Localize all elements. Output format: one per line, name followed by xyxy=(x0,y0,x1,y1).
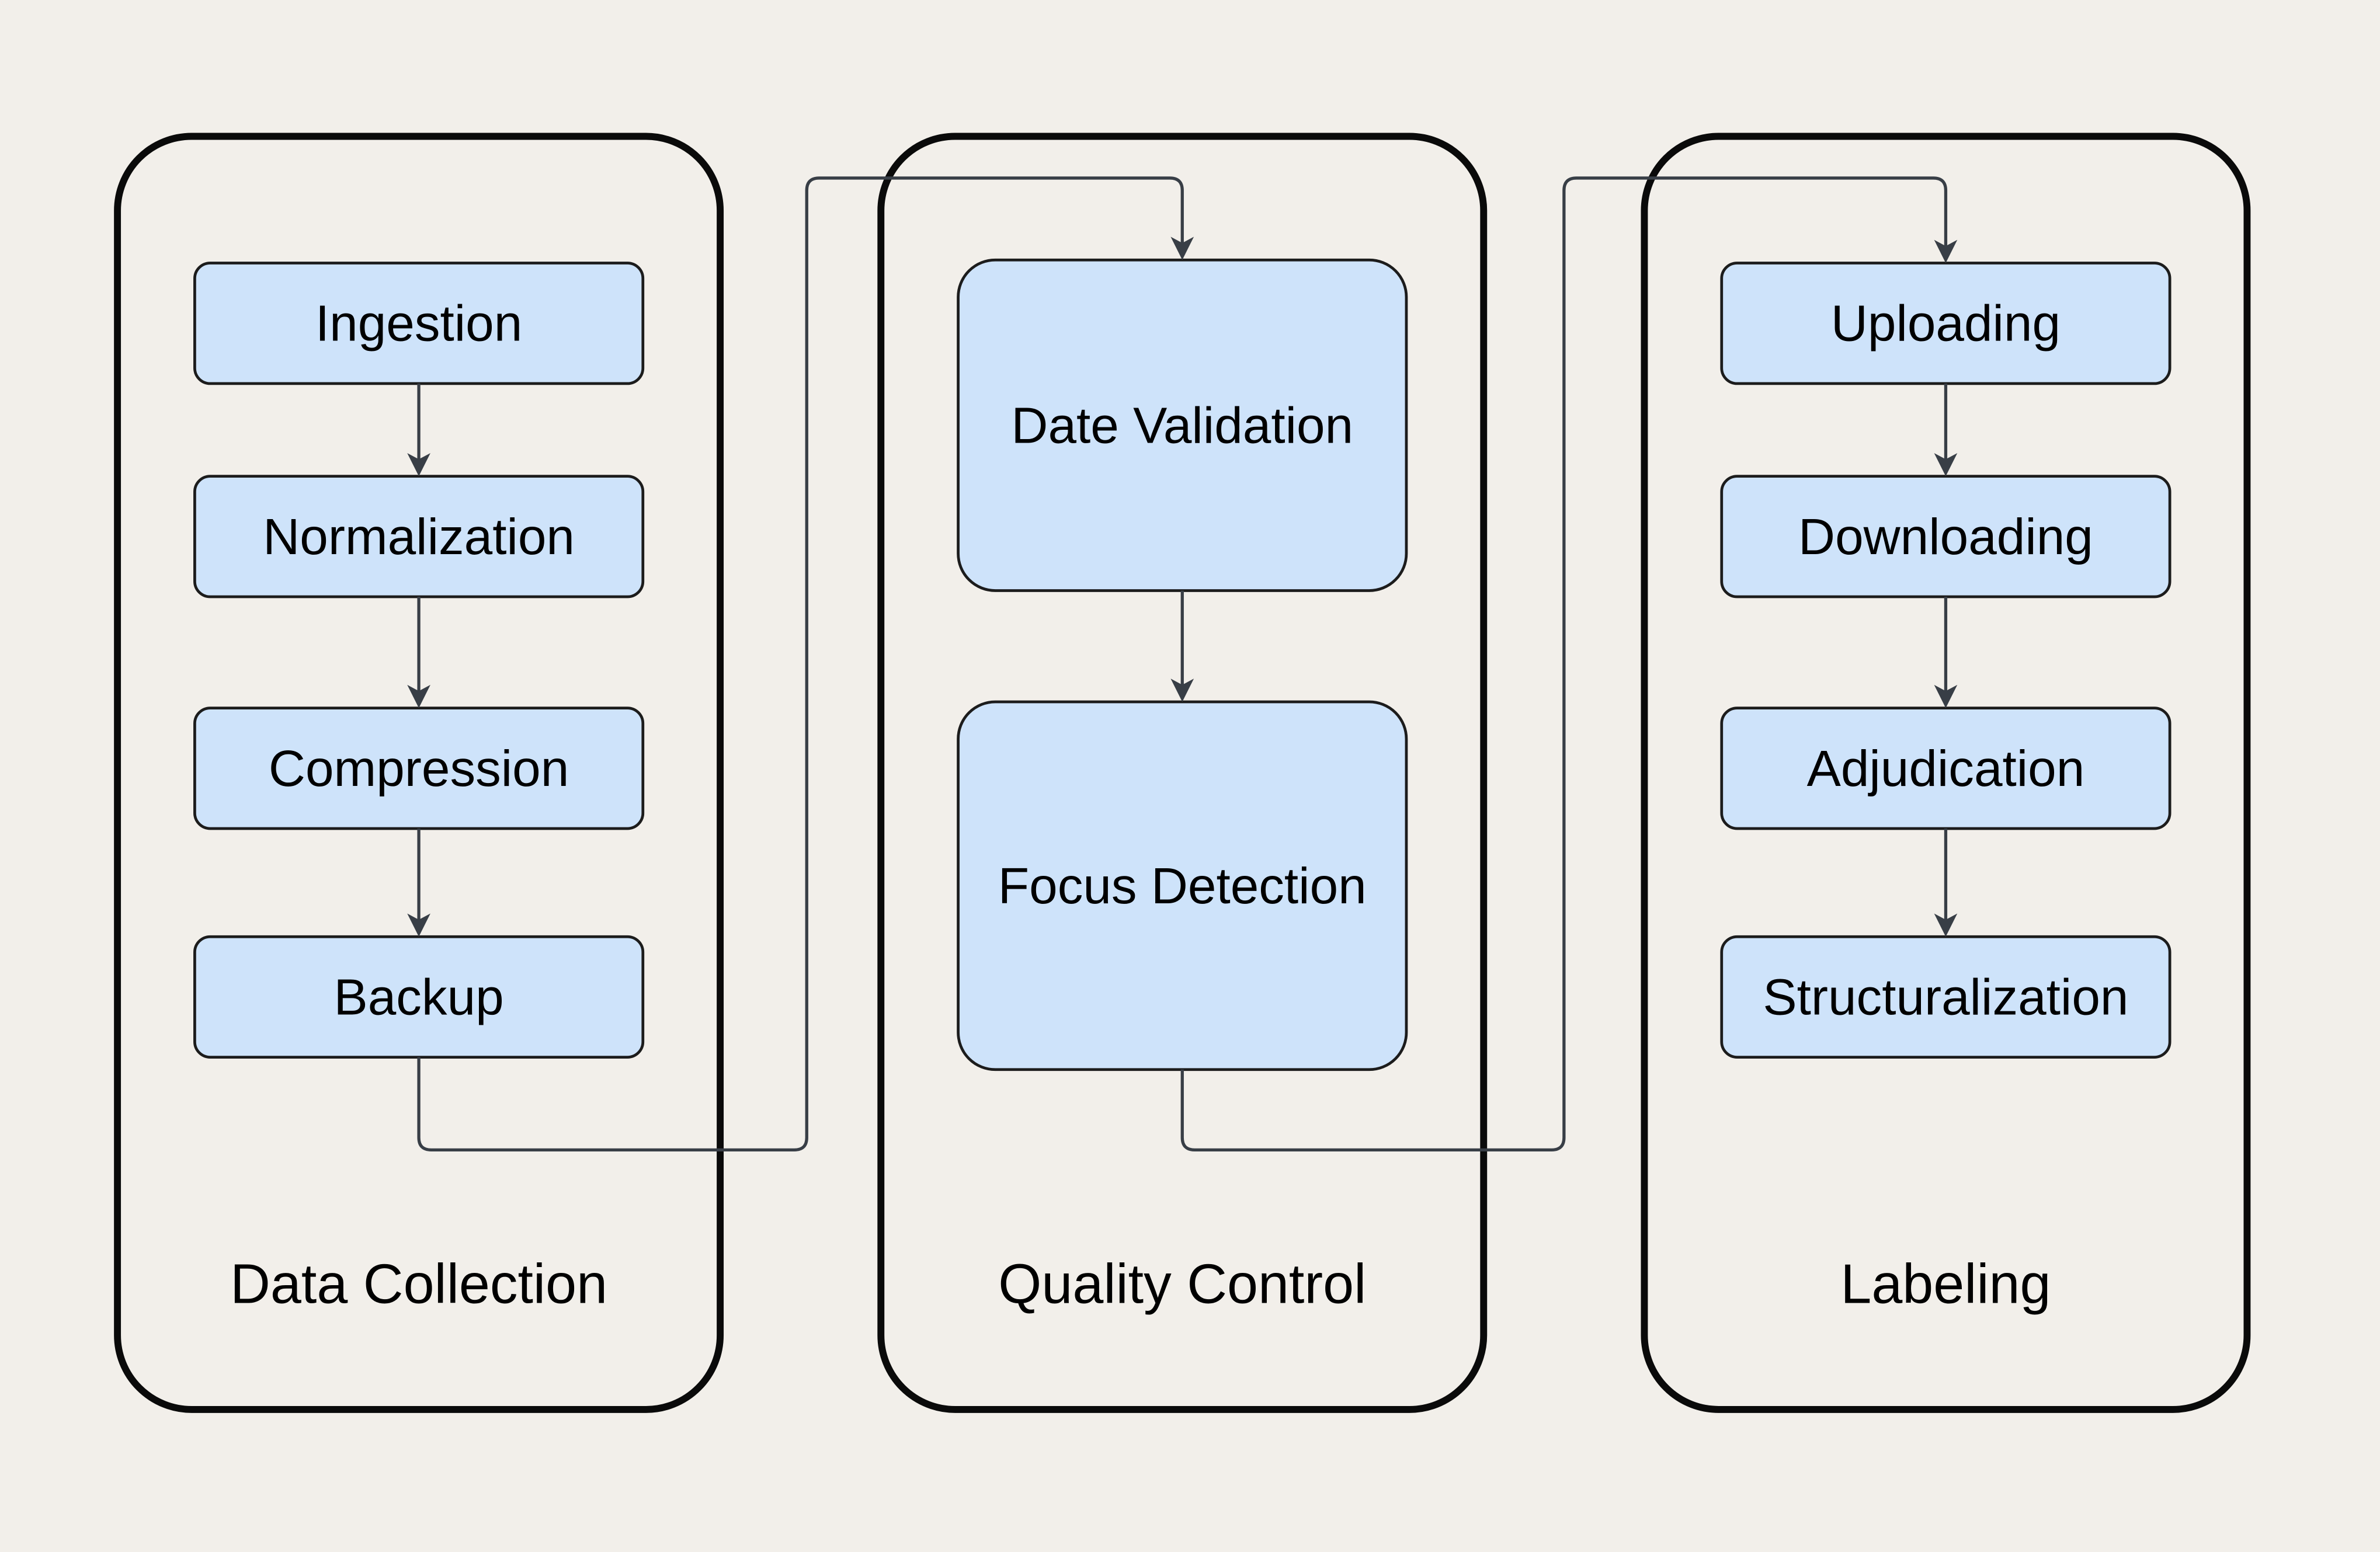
flow-date-validation-to-focus-detection-arrowhead xyxy=(1170,678,1194,702)
flow-compression-to-backup-arrowhead xyxy=(407,913,430,937)
node-label-normalization: Normalization xyxy=(263,508,575,565)
container-quality-control xyxy=(877,133,1488,1413)
flow-backup-to-date-validation xyxy=(417,176,1184,1152)
node-label-ingestion: Ingestion xyxy=(315,295,522,352)
flow-ingestion-to-normalization-arrowhead xyxy=(407,453,430,476)
flow-downloading-to-adjudication-arrowhead xyxy=(1934,684,1958,708)
flow-focus-detection-to-uploading xyxy=(1180,176,1948,1152)
container-labeling xyxy=(1641,133,2251,1413)
node-label-backup: Backup xyxy=(333,968,503,1025)
node-label-compression: Compression xyxy=(269,740,569,797)
flow-uploading-to-downloading-arrowhead xyxy=(1934,453,1958,476)
container-data-collection xyxy=(114,133,724,1413)
node-label-focus-detection: Focus Detection xyxy=(998,857,1367,914)
node-label-uploading: Uploading xyxy=(1831,295,2061,352)
node-label-downloading: Downloading xyxy=(1798,508,2093,565)
group-label-labeling: Labeling xyxy=(1840,1253,2051,1315)
node-ingestion xyxy=(193,262,645,385)
flow-focus-detection-to-uploading-arrowhead xyxy=(1934,239,1958,263)
node-label-adjudication: Adjudication xyxy=(1807,740,2085,797)
node-label-date-validation: Date Validation xyxy=(1011,396,1353,454)
flow-backup-to-date-validation-arrowhead xyxy=(1170,236,1194,260)
flow-normalization-to-compression-arrowhead xyxy=(407,684,430,708)
node-label-structuralization: Structuralization xyxy=(1763,968,2128,1025)
flow-adjudication-to-structuralization-arrowhead xyxy=(1934,913,1958,937)
group-label-data-collection: Data Collection xyxy=(230,1253,607,1315)
group-label-quality-control: Quality Control xyxy=(998,1253,1366,1315)
